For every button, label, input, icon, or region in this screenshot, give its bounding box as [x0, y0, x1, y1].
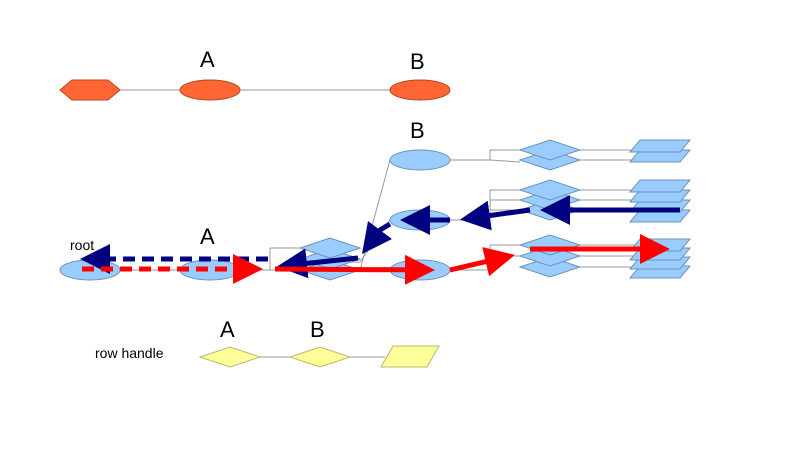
row-node-b [288, 346, 352, 368]
top-label-a: A [200, 47, 215, 72]
top-node-b [389, 79, 451, 101]
diamond-stack-1-a [518, 139, 582, 161]
red-arrow-1 [274, 254, 435, 285]
top-node-a [179, 79, 241, 101]
diamond-stack-3-a [518, 234, 582, 256]
tree-link-b1-d1 [450, 149, 520, 161]
leaf-stack-2-a [628, 179, 692, 193]
root-label: root [70, 237, 94, 253]
red-path [82, 234, 670, 285]
tree-link-b1-d1b [489, 159, 521, 163]
row-node-a [198, 346, 262, 368]
top-label-b: B [410, 49, 425, 74]
tree-label-a: A [200, 224, 215, 249]
blue-arrow-4 [362, 221, 392, 254]
red-arrow-2 [449, 247, 515, 277]
dark-blue-path [80, 195, 680, 279]
row-handle-chain: row handle A B [95, 317, 440, 368]
tree-node-b [389, 149, 451, 171]
row-label-a: A [220, 317, 235, 342]
row-handle-label: row handle [95, 345, 164, 361]
blue-arrow-2 [460, 200, 531, 231]
row-label-b: B [310, 317, 325, 342]
row-leaf-node [380, 345, 440, 368]
top-chain: A B [59, 47, 451, 101]
top-hexagon-node [59, 79, 121, 101]
blue-arrow-5 [277, 248, 359, 279]
leaf-stack-1-a [628, 139, 692, 153]
tree-diamond-a-1 [298, 237, 362, 259]
tree-label-b: B [410, 118, 425, 143]
